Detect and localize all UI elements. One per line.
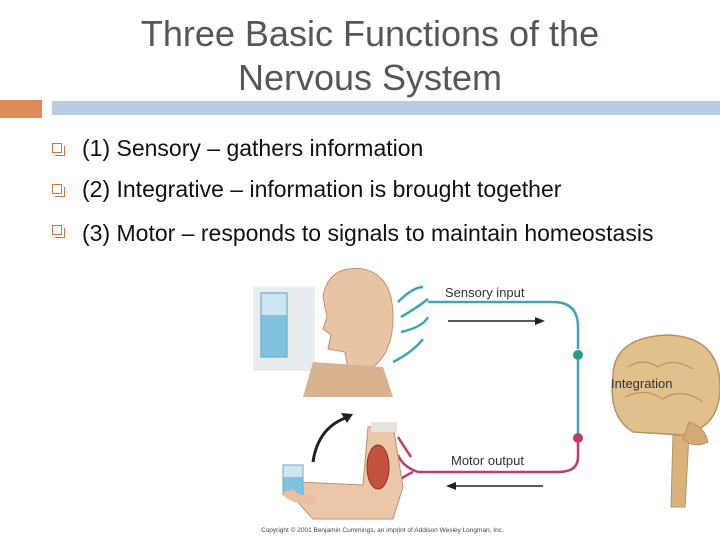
motor-synapse-icon [573, 433, 583, 443]
nervous-system-diagram: Sensory input Integration Motor output [253, 257, 720, 540]
integration-label: Integration [611, 376, 672, 391]
sensory-arrow-icon [448, 317, 545, 325]
head-icon [303, 268, 394, 397]
lift-arrow-icon [311, 413, 353, 463]
bullet-item-integrative: (2) Integrative – information is brought… [42, 175, 702, 203]
bullet-text: (2) Integrative – information is brought… [82, 176, 562, 202]
sensory-synapse-icon [573, 350, 583, 360]
diagram-illustration: Sensory input Integration Motor output [253, 268, 720, 534]
bullet-text: (1) Sensory – gathers information [82, 135, 424, 161]
sensory-input-label: Sensory input [445, 285, 525, 300]
page-title-line-1: Three Basic Functions of the [140, 13, 600, 54]
bullet-text: (3) Motor – responds to signals to maint… [82, 220, 654, 246]
bullet-marker-icon [52, 184, 65, 197]
sensory-pathway [392, 285, 580, 364]
water-glass-icon [253, 287, 315, 371]
hand-glass-icon [281, 464, 315, 504]
page-title: Three Basic Functions of the Nervous Sys… [60, 12, 680, 100]
brain-icon [611, 334, 720, 508]
bullet-list: (1) Sensory – gathers information (2) In… [42, 134, 702, 263]
copyright-text: Copyright © 2001 Benjamin Cummings, an i… [261, 526, 504, 534]
motor-output-label: Motor output [451, 453, 524, 468]
bullet-item-sensory: (1) Sensory – gathers information [42, 134, 702, 162]
bullet-marker-icon [52, 143, 65, 156]
motor-arrow-icon [446, 482, 543, 490]
page-title-line-2: Nervous System [237, 57, 503, 98]
title-divider-accent [0, 100, 42, 118]
bullet-marker-icon [52, 225, 65, 238]
arm-icon [292, 422, 404, 520]
title-divider-bar [52, 101, 720, 115]
bullet-item-motor: (3) Motor – responds to signals to maint… [42, 216, 702, 250]
